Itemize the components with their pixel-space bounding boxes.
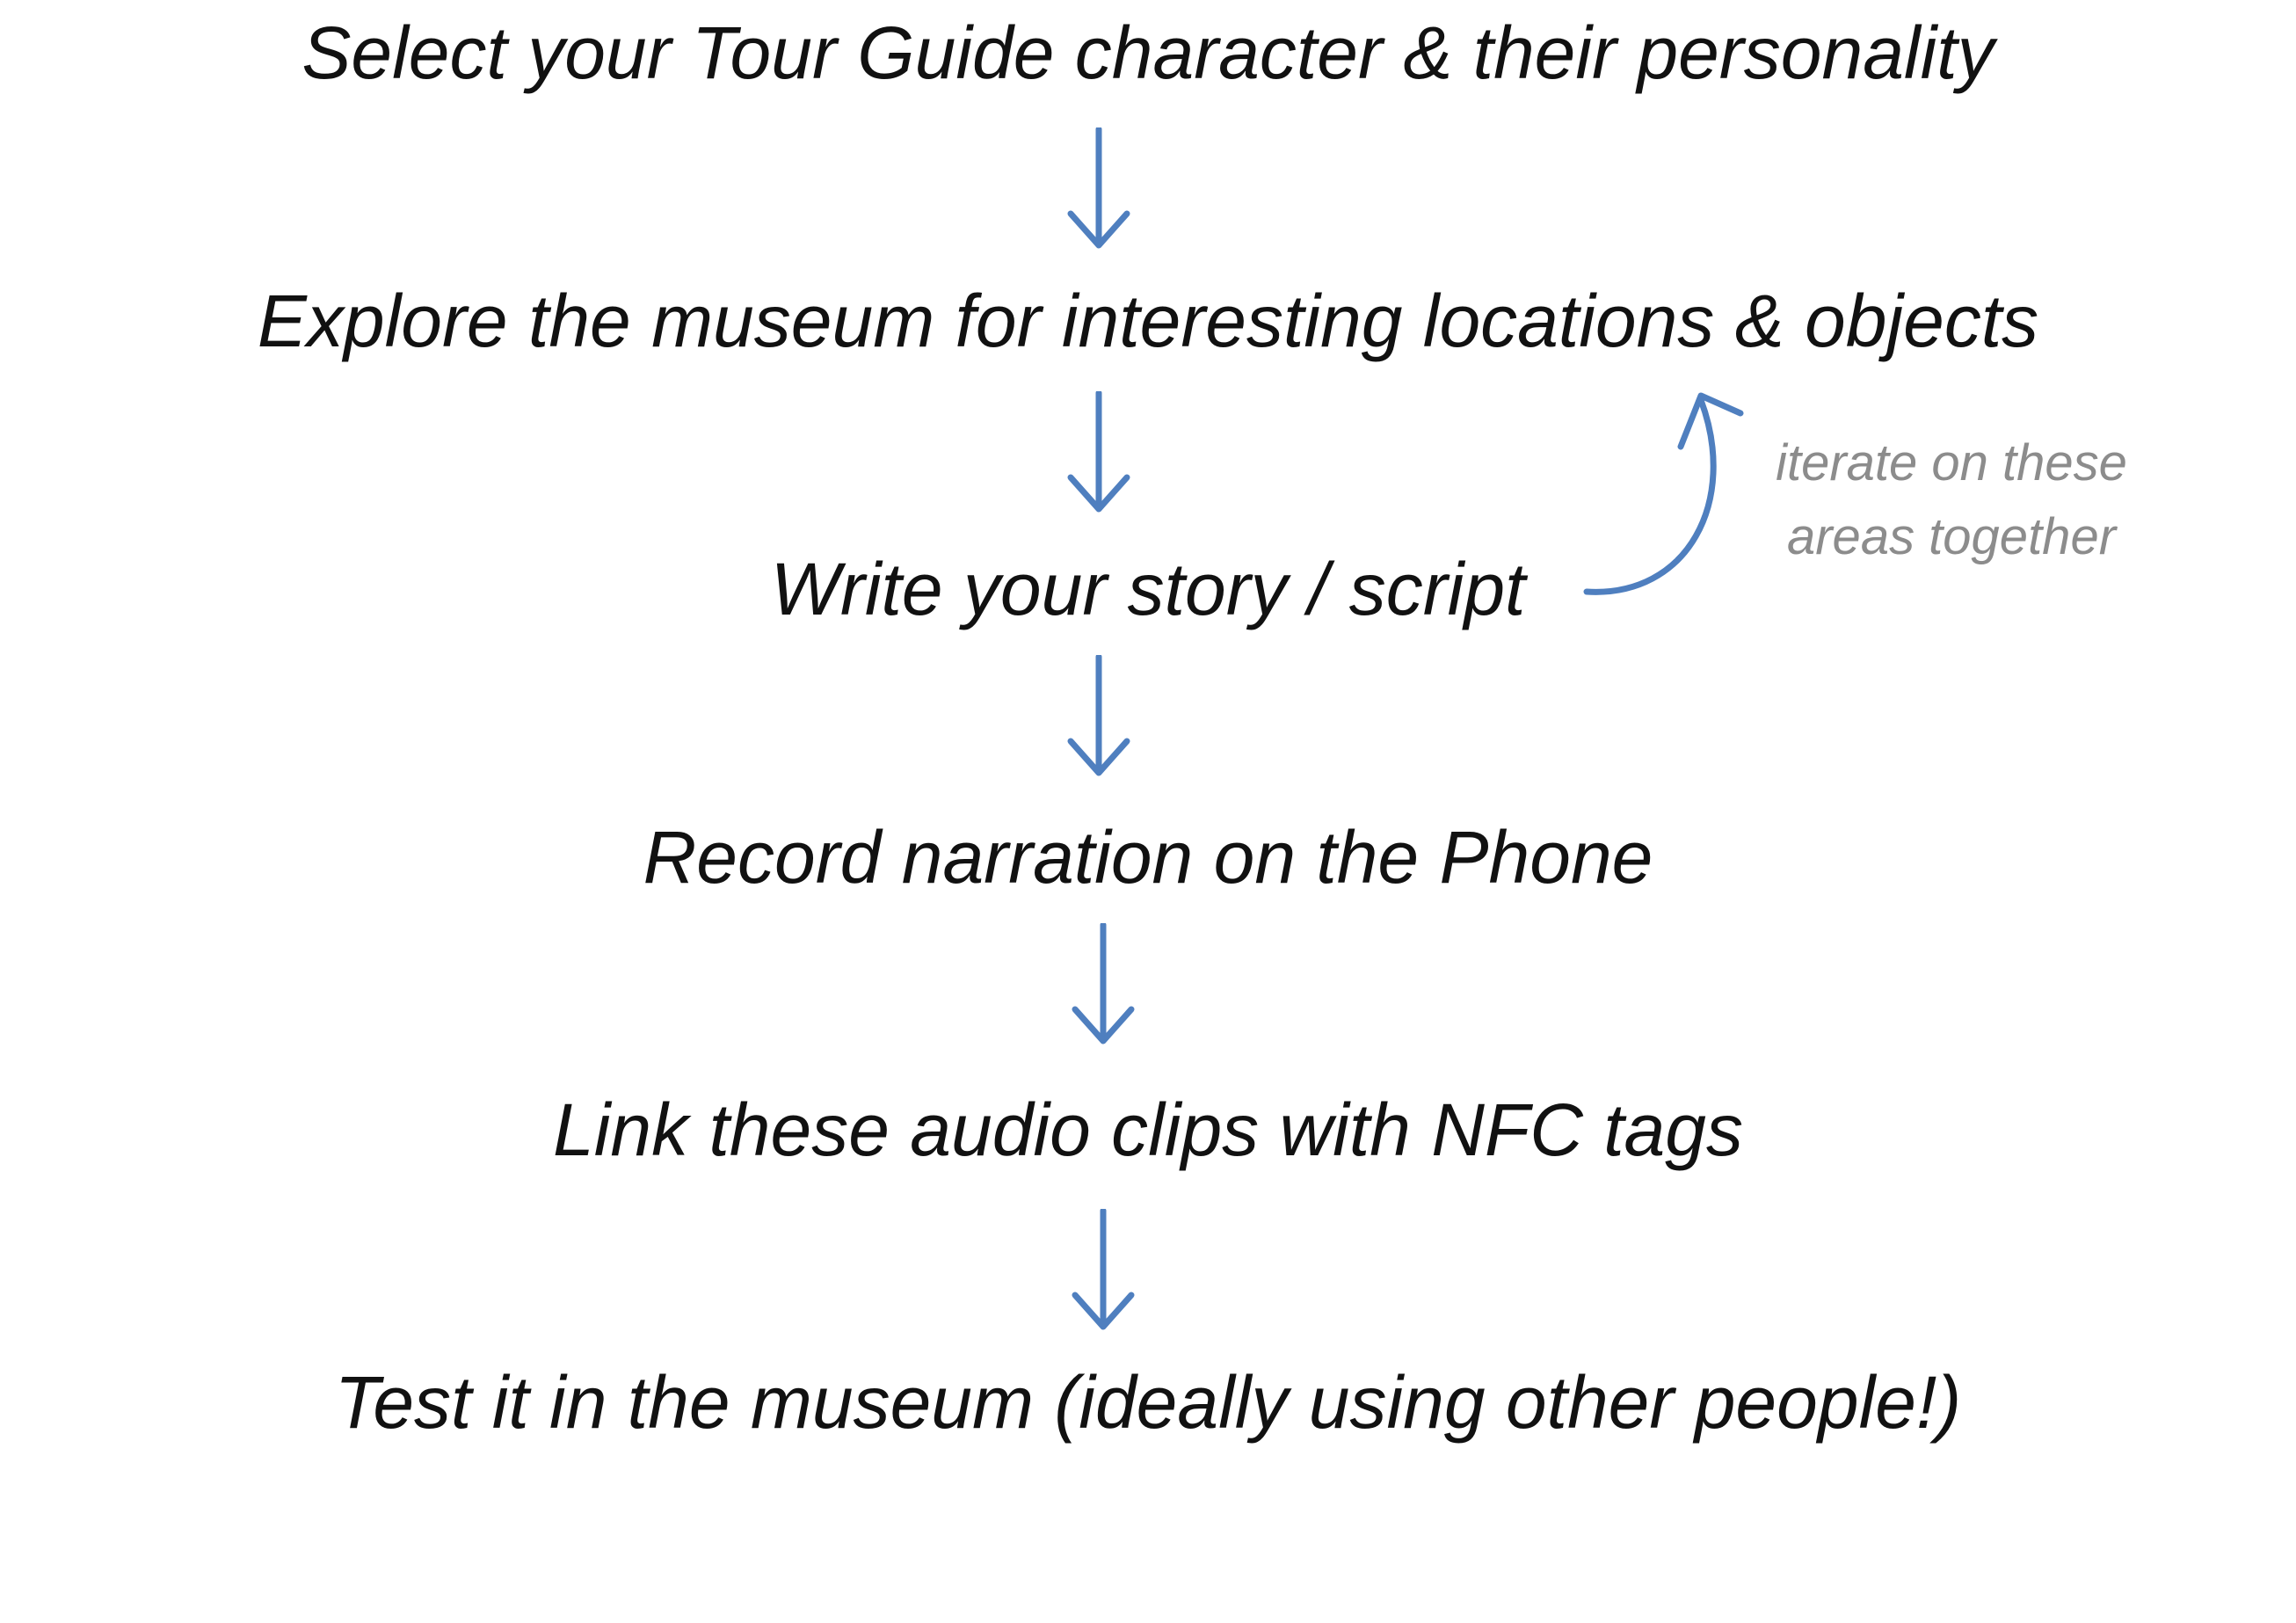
iterate-curved-arrow-icon	[1583, 392, 1744, 595]
iterate-note: iterate on these areas together	[1723, 426, 2180, 574]
step-explore-museum: Explore the museum for interesting locat…	[257, 280, 2039, 362]
iterate-note-line-2: areas together	[1786, 508, 2117, 565]
step-record-narration: Record narration on the Phone	[643, 816, 1653, 899]
step-write-story: Write your story / script	[770, 548, 1526, 630]
down-arrow-icon	[1067, 127, 1130, 249]
down-arrow-icon	[1072, 923, 1135, 1044]
iterate-note-line-1: iterate on these	[1776, 434, 2127, 491]
down-arrow-icon	[1067, 391, 1130, 513]
down-arrow-icon	[1067, 655, 1130, 776]
step-select-tour-guide: Select your Tour Guide character & their…	[302, 11, 1994, 94]
down-arrow-icon	[1072, 1209, 1135, 1330]
step-test-museum: Test it in the museum (ideally using oth…	[334, 1361, 1962, 1444]
step-link-nfc: Link these audio clips with NFC tags	[553, 1088, 1743, 1171]
